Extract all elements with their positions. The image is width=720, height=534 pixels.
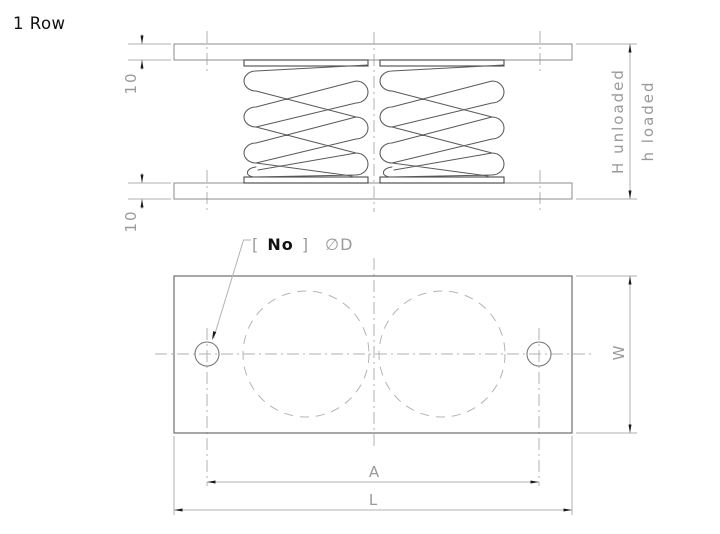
bottom-plate	[173, 182, 573, 200]
dim-text-height-loaded: h loaded	[639, 80, 657, 161]
dim-arrow	[174, 508, 183, 512]
side-elevation-view	[173, 31, 573, 212]
callout-diameter: ∅D	[325, 235, 353, 254]
dim-arrow	[628, 44, 632, 53]
dim-arrow	[530, 480, 539, 484]
dim-arrow	[628, 190, 632, 199]
callout-bracket-close: ]	[302, 235, 309, 254]
fixing-hole-left	[194, 341, 220, 367]
dim-arrow	[140, 35, 144, 44]
spring2-hidden-outline	[378, 290, 506, 418]
dim-text-plate-thickness-bottom: 10	[122, 209, 140, 232]
spring1-bottom-seat	[243, 176, 369, 184]
coil-spring-2	[379, 64, 505, 178]
dimensions: 10 10 H unloaded h loaded W A L	[122, 34, 657, 515]
dim-text-plate-thickness-top: 10	[122, 71, 140, 94]
hole-callout: [ No ] ∅D	[212, 235, 353, 340]
dim-arrow	[140, 60, 144, 69]
spring1-hidden-outline	[242, 290, 370, 418]
dim-arrow	[140, 199, 144, 208]
dim-arrow	[563, 508, 572, 512]
spring1-top-seat	[243, 59, 369, 67]
spring2-top-seat	[379, 59, 505, 67]
base-plate-outline	[173, 275, 573, 434]
leader-arrow	[212, 331, 217, 340]
dim-text-width: W	[610, 345, 628, 360]
callout-bracket-open: [	[252, 235, 259, 254]
dim-arrow	[628, 276, 632, 285]
dim-text-length: L	[369, 491, 378, 509]
dim-arrow	[140, 174, 144, 183]
callout-count: No	[267, 235, 293, 254]
top-plate	[173, 43, 573, 61]
dim-arrow	[207, 480, 216, 484]
dim-text-hole-spacing: A	[369, 463, 380, 481]
page-title: 1 Row	[13, 14, 66, 33]
fixing-hole-right	[526, 341, 552, 367]
dim-text-height-unloaded: H unloaded	[609, 68, 627, 174]
leader-line	[213, 239, 251, 339]
spring2-bottom-seat	[379, 176, 505, 184]
dim-arrow	[628, 424, 632, 433]
coil-spring-1	[243, 64, 369, 178]
plan-view	[155, 258, 591, 486]
hole-callout-text: [ No ] ∅D	[252, 235, 353, 254]
